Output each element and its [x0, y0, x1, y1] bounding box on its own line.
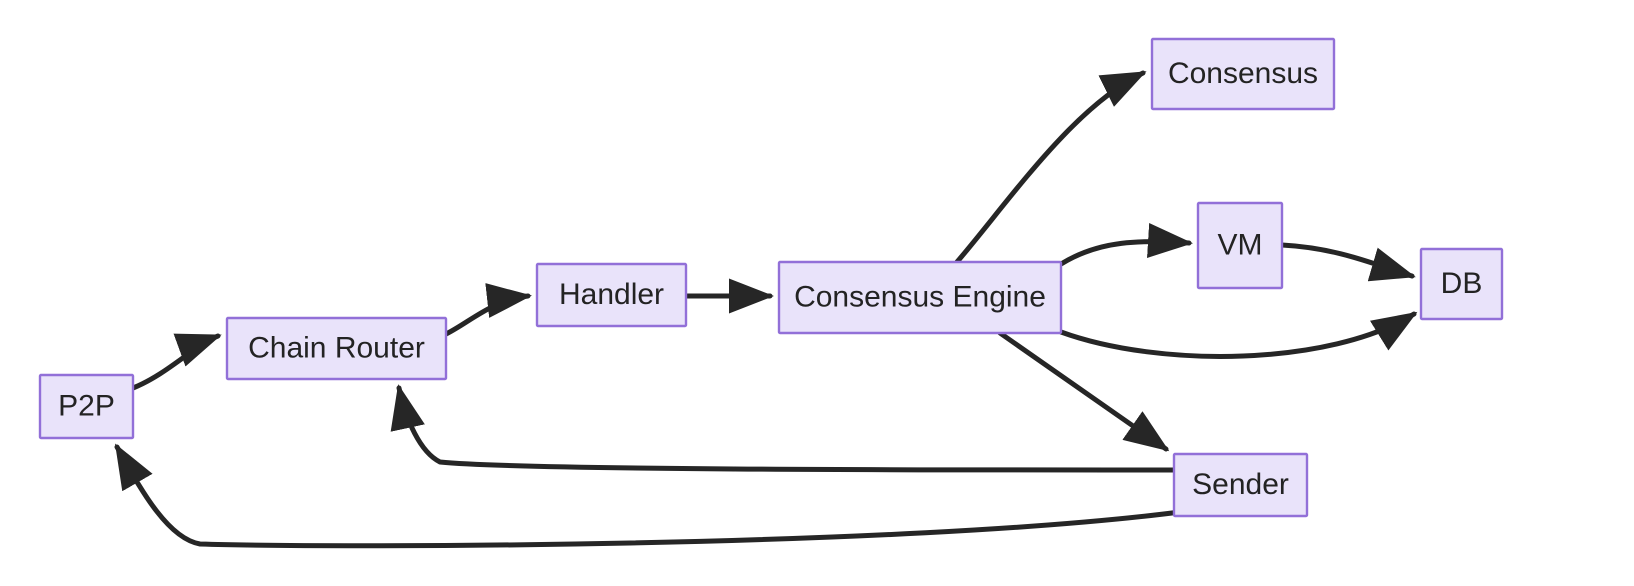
node-box-router[interactable] — [225, 316, 448, 381]
nodes-layer: P2P Chain Router Handler Consensus Engine Co… — [38, 37, 1504, 518]
node-router[interactable]: Chain Router — [225, 316, 448, 381]
edges-layer — [114, 70, 1418, 549]
node-engine[interactable]: Consensus Engine — [777, 260, 1063, 335]
node-p2p[interactable]: P2P — [38, 373, 135, 440]
node-box-consensus[interactable] — [1150, 37, 1336, 111]
edge-engine-to-consensus — [954, 70, 1147, 265]
edge-sender-to-router — [390, 384, 1177, 473]
node-box-sender[interactable] — [1172, 452, 1309, 518]
edge-vm-to-db — [1279, 242, 1416, 282]
node-handler[interactable]: Handler — [535, 262, 688, 328]
node-box-engine[interactable] — [777, 260, 1063, 335]
edge-engine-to-vm — [1058, 223, 1193, 267]
edge-router-to-handler — [443, 283, 532, 337]
edge-p2p-to-router — [130, 333, 222, 391]
edge-sender-to-p2p — [114, 443, 1183, 549]
node-box-db[interactable] — [1419, 247, 1504, 321]
node-db[interactable]: DB — [1419, 247, 1504, 321]
node-sender[interactable]: Sender — [1172, 452, 1309, 518]
node-vm[interactable]: VM — [1196, 201, 1284, 290]
node-consensus[interactable]: Consensus — [1150, 37, 1336, 111]
edge-engine-to-sender — [997, 330, 1170, 452]
node-box-vm[interactable] — [1196, 201, 1284, 290]
node-box-p2p[interactable] — [38, 373, 135, 440]
node-box-handler[interactable] — [535, 262, 688, 328]
edge-engine-to-db — [1058, 311, 1418, 359]
